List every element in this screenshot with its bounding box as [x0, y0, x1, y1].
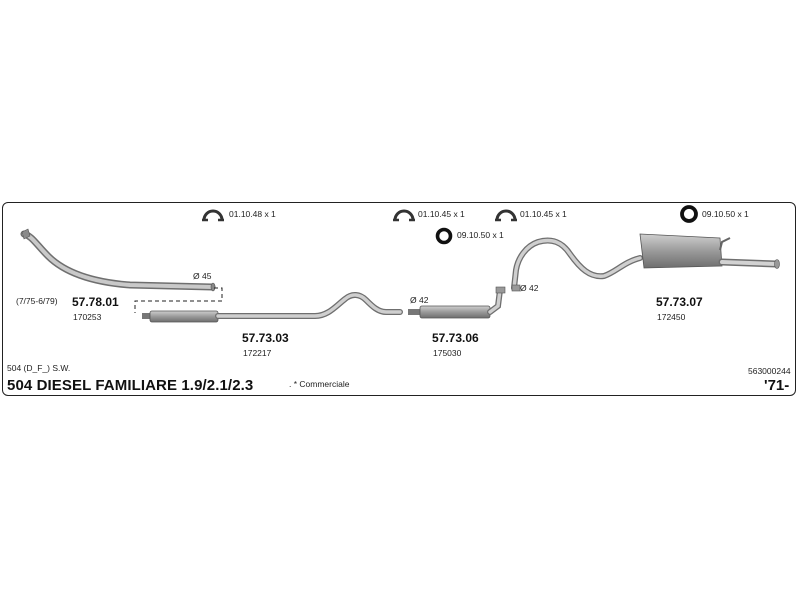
ring-label: 09.10.50 x 1 [457, 230, 504, 240]
rear-silencer-57-73-07 [511, 233, 780, 292]
clamp-icon [202, 209, 224, 222]
part-number: 57.73.06 [432, 331, 479, 345]
part-ref: 172217 [243, 348, 272, 358]
front-pipe-57-78-01 [20, 228, 216, 292]
dashed-connector [134, 287, 223, 313]
rubber-ring-icon [680, 205, 698, 223]
clamp-label: 01.10.45 x 1 [520, 209, 567, 219]
model-code: 504 (D_F_) S.W. [7, 363, 71, 373]
part-ref: 172450 [657, 312, 686, 322]
part-number: 57.73.07 [656, 295, 703, 309]
diameter-label: Ø 42 [410, 295, 429, 305]
diameter-label: Ø 45 [193, 271, 212, 281]
part-ref: 170253 [73, 312, 102, 322]
middle-silencer-57-73-06 [408, 286, 506, 319]
year-label: '71- [764, 377, 790, 394]
part-number: 57.78.01 [72, 295, 119, 309]
ring-label: 09.10.50 x 1 [702, 209, 749, 219]
diameter-label: Ø 42 [520, 283, 539, 293]
vehicle-title: 504 DIESEL FAMILIARE 1.9/2.1/2.3 [7, 377, 254, 394]
part-number: 57.73.03 [242, 331, 289, 345]
diagram-frame [2, 202, 796, 396]
part-ref: 175030 [433, 348, 462, 358]
front-silencer-57-73-03 [142, 292, 403, 323]
clamp-label: 01.10.48 x 1 [229, 209, 276, 219]
rubber-ring-icon [435, 227, 453, 245]
part-period: (7/75-6/79) [16, 296, 58, 306]
clamp-icon [495, 209, 517, 222]
catalog-code: 563000244 [748, 366, 791, 376]
note-text: . * Commerciale [289, 379, 350, 389]
clamp-label: 01.10.45 x 1 [418, 209, 465, 219]
clamp-icon [393, 209, 415, 222]
